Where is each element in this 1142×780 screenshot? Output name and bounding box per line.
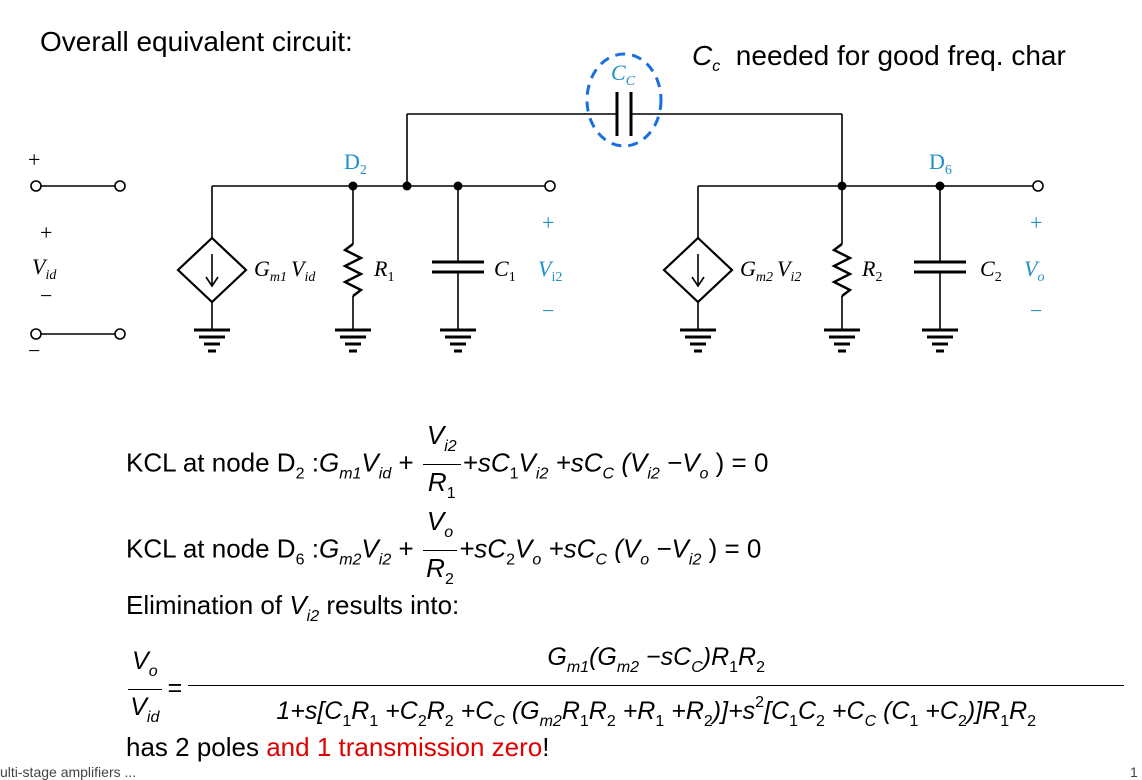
conclusion-text: has 2 poles and 1 transmission zero!: [126, 732, 550, 762]
cc-note-text: needed for good freq. char: [735, 40, 1066, 71]
input-terminal-top: [30, 180, 42, 192]
vo-label: Vo: [1024, 256, 1044, 285]
r1-label: R1: [373, 256, 394, 285]
node-d6-label: D6: [929, 149, 952, 178]
input-plus-outer: +: [28, 147, 40, 172]
input-terminal-top-right: [114, 180, 126, 192]
cc-label: CC: [611, 60, 636, 89]
c1-label: C1: [494, 256, 516, 285]
junction-dot: [453, 181, 463, 191]
vo-plus: +: [1030, 210, 1042, 235]
footer-cut-text: ulti-stage amplifiers ...: [0, 764, 137, 780]
node-d2-label: D2: [344, 149, 367, 178]
vi2-terminal: [544, 180, 556, 192]
vi2-plus: +: [542, 210, 554, 235]
c2-label: C2: [980, 256, 1002, 285]
junction-dot: [402, 181, 412, 191]
r2-label: R2: [861, 256, 882, 285]
junction-dot: [348, 181, 358, 191]
page-heading: Overall equivalent circuit:: [40, 26, 353, 57]
vo-terminal: [1032, 180, 1044, 192]
input-minus-inner: −: [40, 283, 52, 308]
junction-dot: [837, 181, 847, 191]
cc-symbol: C: [692, 40, 713, 71]
vi2-label: Vi2: [538, 256, 562, 285]
junction-dot: [935, 181, 945, 191]
footer-page-number: 1: [1130, 764, 1138, 780]
elimination-text: Elimination of Vi2 results into:: [126, 590, 460, 625]
input-plus-inner: +: [40, 220, 52, 245]
vi2-minus: −: [542, 298, 554, 323]
cc-note: Cc needed for good freq. char: [692, 40, 1066, 76]
vo-minus: −: [1030, 298, 1042, 323]
input-terminal-bottom-right: [114, 328, 126, 340]
input-minus-outer: −: [28, 338, 40, 363]
cc-subscript: c: [712, 58, 721, 75]
vid-label: Vid: [32, 254, 57, 283]
cc-highlight-circle: [585, 52, 663, 148]
